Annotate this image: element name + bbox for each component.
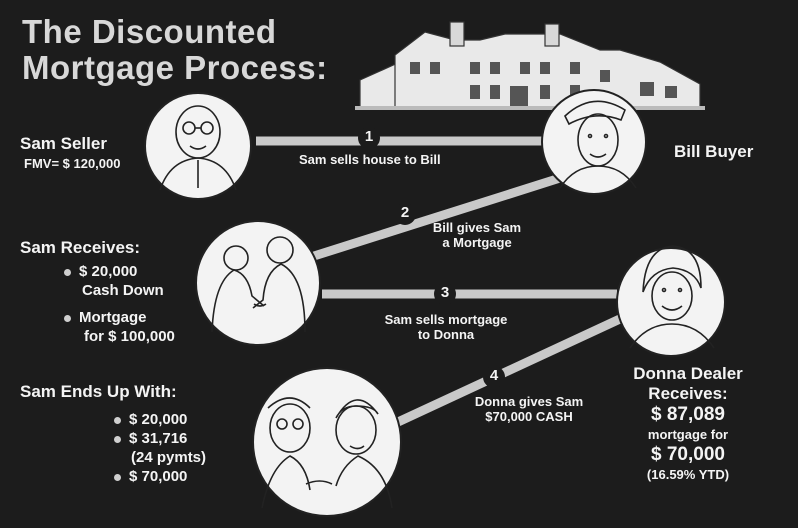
buyer-name: Bill Buyer: [674, 142, 754, 161]
ends-b3: $ 70,000: [129, 468, 188, 485]
dealer-line-2: Receives:: [648, 384, 728, 403]
sam-portrait-icon: [144, 92, 252, 200]
ends-b1: $ 20,000: [129, 411, 188, 428]
bullet-icon: [64, 314, 71, 322]
step2-number: 2: [400, 204, 410, 221]
seller-name: Sam Seller: [20, 134, 107, 153]
ends-b2-line1: $ 31,716: [129, 430, 188, 447]
receives-heading: Sam Receives:: [20, 238, 141, 257]
dealer-amount-2: $ 70,000: [651, 444, 725, 465]
bullet-icon: [114, 473, 121, 481]
seller-fmv: FMV= $ 120,000: [24, 156, 121, 171]
ends-heading: Sam Ends Up With:: [20, 382, 177, 401]
step3-line-2: to Donna: [417, 327, 475, 342]
step2-line-2: a Mortgage: [442, 235, 512, 250]
bullet-icon: [114, 435, 121, 443]
dealer-block: Donna Dealer Receives: $ 87,089 mortgage…: [598, 364, 778, 484]
receives-b2-line2: for $ 100,000: [84, 328, 175, 345]
step4-connector: [396, 313, 624, 427]
ends-b2-line2: (24 pymts): [131, 449, 207, 466]
donna-portrait-icon: [616, 247, 726, 357]
step3-bubble: [434, 283, 456, 305]
dealer-mid: mortgage for: [647, 427, 729, 442]
step3-number: 3: [440, 284, 450, 301]
title-line-2: Mortgage Process:: [22, 49, 328, 86]
step1-bubble: [358, 127, 380, 149]
step3-line-1: Sam sells mortgage: [384, 312, 508, 327]
couple-icon: [252, 367, 402, 517]
step4-text: Donna gives Sam $70,000 CASH: [464, 394, 594, 424]
receives-bullet-2: Mortgage for $ 100,000: [64, 308, 175, 346]
title-line-1: The Discounted: [22, 13, 277, 50]
step4-line-2: $70,000 CASH: [485, 409, 573, 424]
step3-text: Sam sells mortgage to Donna: [366, 312, 526, 342]
step1-text: Sam sells house to Bill: [299, 152, 441, 167]
ends-list: $ 20,000 $ 31,716 (24 pymts) $ 70,000: [114, 410, 206, 486]
step1-number: 1: [364, 128, 374, 145]
step2-connector: [312, 173, 562, 261]
step4-number: 4: [489, 367, 499, 384]
receives-b1-line1: $ 20,000: [79, 263, 138, 280]
receives-bullet-1: $ 20,000 Cash Down: [64, 262, 164, 300]
bill-portrait-icon: [541, 89, 647, 195]
step2-text: Bill gives Sam a Mortgage: [412, 220, 542, 250]
step2-bubble: [394, 203, 416, 225]
dealer-ytd: (16.59% YTD): [646, 467, 730, 482]
bullet-icon: [64, 268, 71, 276]
step4-line-1: Donna gives Sam: [474, 394, 584, 409]
bullet-icon: [114, 416, 121, 424]
house-icon: [355, 21, 705, 110]
receives-b1-line2: Cash Down: [82, 282, 164, 299]
dealer-line-1: Donna Dealer: [633, 364, 743, 383]
step2-line-1: Bill gives Sam: [432, 220, 522, 235]
receives-b2-line1: Mortgage: [79, 309, 147, 326]
handshake-icon: [195, 220, 321, 346]
step4-bubble: [483, 366, 505, 388]
page-title: The Discounted Mortgage Process:: [22, 14, 328, 86]
dealer-amount-1: $ 87,089: [651, 404, 725, 425]
